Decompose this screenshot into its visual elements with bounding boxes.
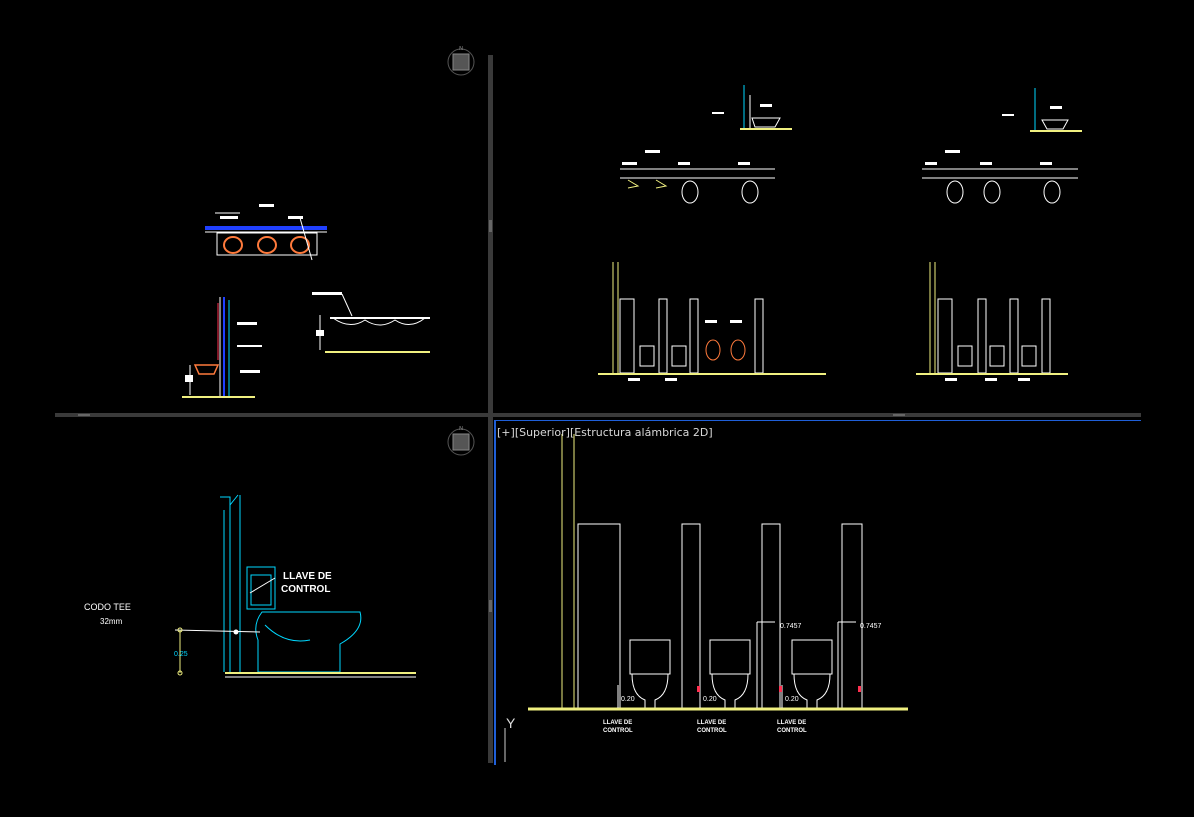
partitions-elevation-right — [916, 262, 1068, 381]
stalls-elevation-detail: 0.7457 0.7457 0.20 0.20 0.20 LLAVE DE CO… — [528, 434, 908, 734]
wc-section-small-left — [712, 85, 792, 130]
active-viewport-border — [494, 420, 496, 765]
height-dimension: 0.25 — [174, 651, 188, 658]
horizontal-viewport-divider[interactable] — [55, 413, 1141, 417]
viewport-controls-label: [+][Superior][Estructura alámbrica 2D] — [497, 426, 713, 439]
ucs-y-axis-label: Y — [506, 715, 516, 731]
viewcube-top-left[interactable]: N — [447, 46, 475, 76]
lavatory-plan-drawing — [205, 204, 327, 261]
viewport-visual-style-menu[interactable]: [Estructura alámbrica 2D] — [569, 426, 713, 439]
height-dimension-1: 0.7457 — [780, 623, 802, 630]
codo-tee-label: CODO TEE — [84, 602, 131, 612]
llave-label-2-line1: LLAVE DE — [697, 720, 726, 726]
llave-label-3-line1: LLAVE DE — [777, 720, 806, 726]
low-dimension-3: 0.20 — [785, 696, 799, 703]
svg-text:N: N — [459, 46, 463, 52]
lavatory-section-drawing — [182, 297, 262, 398]
llave-label-3-line2: CONTROL — [777, 728, 807, 734]
llave-label-1-line2: CONTROL — [603, 728, 633, 734]
llave-label-line1: LLAVE DE — [283, 571, 332, 582]
wc-section-small-right — [1002, 88, 1082, 132]
ucs-icon: Y — [504, 715, 516, 762]
llave-label-1-line1: LLAVE DE — [603, 720, 632, 726]
codo-tee-size: 32mm — [100, 617, 123, 626]
height-dimension-2: 0.7457 — [860, 623, 882, 630]
active-viewport-border — [494, 420, 1141, 421]
wc-plan-right — [922, 150, 1078, 204]
svg-text:N: N — [459, 426, 463, 432]
divider-grip[interactable] — [489, 220, 492, 232]
viewport-view-menu[interactable]: [Superior] — [514, 426, 570, 439]
toilet-section-detail: CODO TEE 32mm LLAVE DE CONTROL 0.25 — [84, 494, 416, 678]
low-dimension-1: 0.20 — [621, 696, 635, 703]
partitions-elevation-left — [598, 262, 826, 381]
viewcube-bottom-left[interactable]: N — [447, 426, 475, 456]
low-dimension-2: 0.20 — [703, 696, 717, 703]
divider-grip[interactable] — [489, 600, 492, 612]
divider-grip[interactable] — [893, 414, 905, 416]
lavatory-elevation-drawing — [312, 292, 430, 353]
wc-plan-left — [620, 150, 775, 204]
divider-grip[interactable] — [78, 414, 90, 416]
llave-label-2-line2: CONTROL — [697, 728, 727, 734]
vertical-viewport-divider[interactable] — [488, 55, 493, 763]
viewport-plus-menu[interactable]: [+] — [497, 426, 515, 439]
llave-label-line2: CONTROL — [281, 584, 330, 595]
